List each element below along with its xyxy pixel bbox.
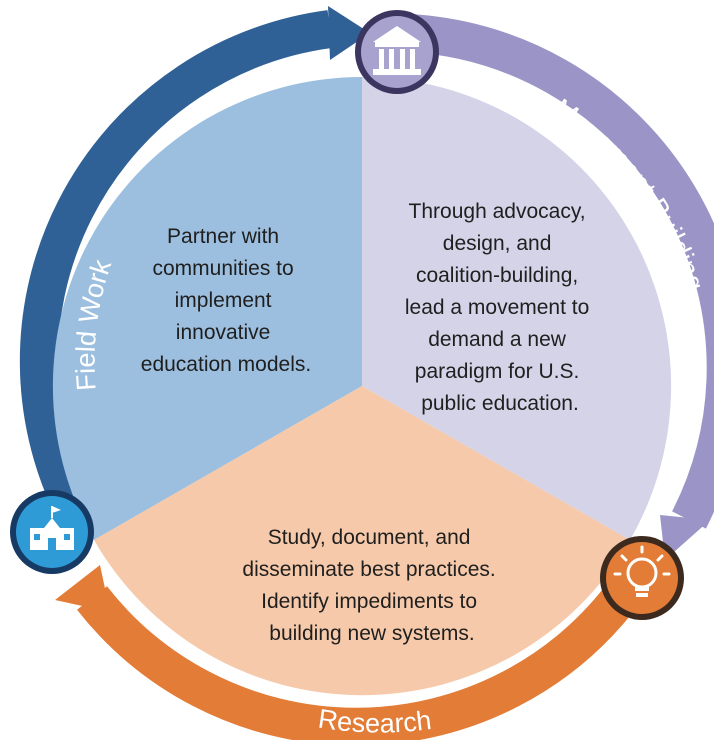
field-work-line: implement: [175, 289, 272, 312]
research-arc-label: Research: [316, 704, 433, 739]
research-line: building new systems.: [269, 622, 474, 645]
movement-building-description: Through advocacy, design, and coalition-…: [405, 200, 595, 415]
government-building-icon: [355, 10, 439, 94]
movement-building-arc: [406, 14, 714, 560]
movement-building-line: public education.: [421, 392, 579, 415]
movement-building-line: design, and: [443, 232, 552, 255]
movement-building-line: coalition-building,: [416, 264, 578, 287]
field-work-line: communities to: [152, 257, 293, 280]
field-work-line: innovative: [176, 321, 271, 344]
movement-building-segment: [362, 76, 672, 541]
lightbulb-icon: [600, 536, 684, 620]
movement-building-line: paradigm for U.S.: [415, 360, 580, 383]
field-work-arc: [19, 6, 370, 532]
movement-building-line: demand a new: [428, 328, 567, 351]
research-line: disseminate best practices.: [242, 558, 495, 581]
research-line: Study, document, and: [268, 526, 471, 549]
field-work-segment: [52, 76, 363, 541]
movement-building-line: Through advocacy,: [409, 200, 586, 223]
field-work-description: Partner with communities to implement in…: [141, 225, 311, 376]
movement-building-line: lead a movement to: [405, 296, 589, 319]
research-line: Identify impediments to: [261, 590, 477, 613]
field-work-line: Partner with: [167, 225, 279, 248]
research-segment: [94, 386, 630, 696]
research-arc: [55, 565, 635, 740]
research-description: Study, document, and disseminate best pr…: [242, 526, 501, 645]
field-work-line: education models.: [141, 353, 311, 376]
school-building-icon: [10, 490, 94, 574]
